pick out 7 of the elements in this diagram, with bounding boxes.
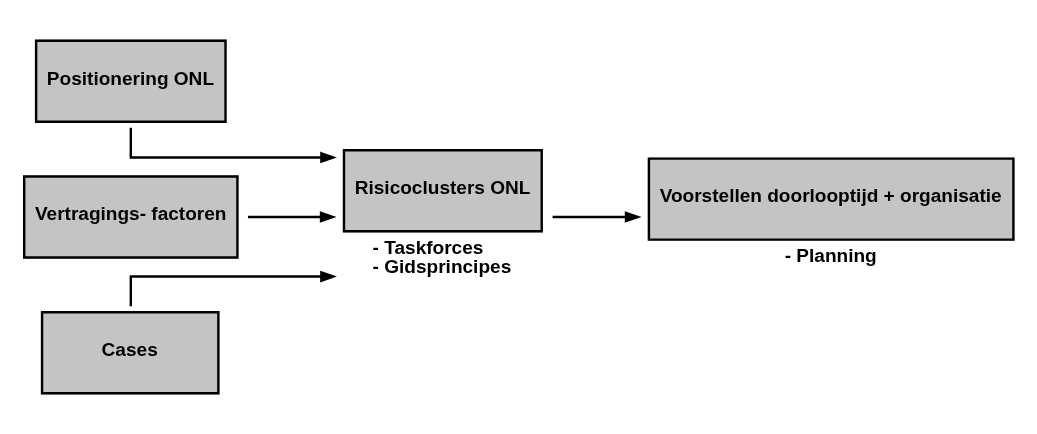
arrow (129, 270, 337, 307)
arrow (247, 211, 337, 223)
arrow (552, 211, 642, 223)
arrow (129, 127, 337, 164)
node-label: - Taskforces (372, 236, 484, 258)
node-label: - Gidsprincipes (372, 255, 512, 277)
node-label: - Planning (784, 245, 877, 267)
